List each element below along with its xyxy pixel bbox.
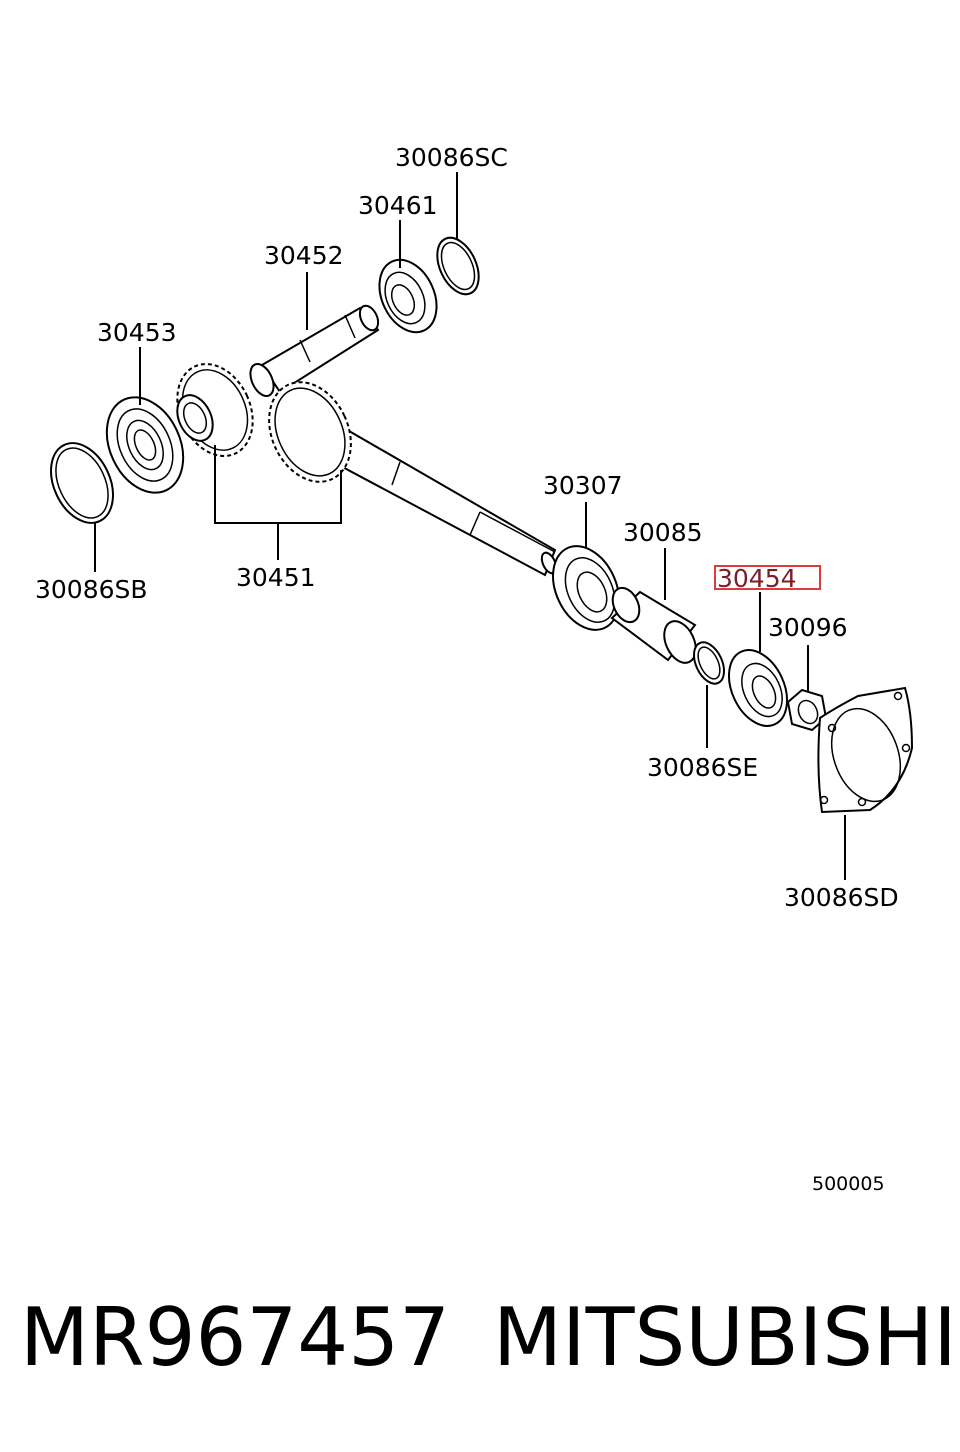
label-30454[interactable]: 30454 — [717, 564, 797, 593]
leader-lines — [94, 172, 846, 880]
exploded-parts-diagram: 30086SC 30461 30452 30453 30451 30086SB … — [35, 143, 914, 1195]
shaft-30452[interactable] — [246, 303, 382, 400]
snap-ring-30086SB[interactable] — [39, 433, 125, 533]
brand-name: MITSUBISHI — [493, 1291, 957, 1384]
small-gear-30451[interactable] — [163, 352, 267, 469]
bearing-30453[interactable] — [92, 385, 198, 505]
snap-ring-30086SE[interactable] — [688, 638, 730, 689]
label-30453[interactable]: 30453 — [97, 318, 177, 347]
label-30461[interactable]: 30461 — [358, 191, 438, 220]
label-30096[interactable]: 30096 — [768, 613, 848, 642]
bearing-30454[interactable] — [718, 641, 799, 735]
label-30451[interactable]: 30451 — [236, 563, 316, 592]
label-30085[interactable]: 30085 — [623, 518, 703, 547]
bearing-30461[interactable] — [368, 251, 447, 342]
label-30086SD[interactable]: 30086SD — [784, 883, 899, 912]
gasket-30086SD[interactable] — [817, 686, 914, 814]
part-number: MR967457 — [20, 1291, 450, 1384]
highlight-box-30454 — [714, 565, 821, 590]
figure-code: 500005 — [812, 1173, 885, 1195]
main-shaft-30451[interactable] — [254, 369, 560, 577]
bearing-30307[interactable] — [540, 535, 632, 640]
label-30086SC[interactable]: 30086SC — [395, 143, 508, 172]
spacer-30085[interactable] — [608, 584, 702, 668]
snap-ring-30086SC[interactable] — [429, 231, 487, 301]
label-30307[interactable]: 30307 — [543, 471, 623, 500]
label-30086SE[interactable]: 30086SE — [647, 753, 758, 782]
label-30452[interactable]: 30452 — [264, 241, 344, 270]
footer: MR967457 MITSUBISHI — [0, 1290, 960, 1400]
label-30086SB[interactable]: 30086SB — [35, 575, 148, 604]
